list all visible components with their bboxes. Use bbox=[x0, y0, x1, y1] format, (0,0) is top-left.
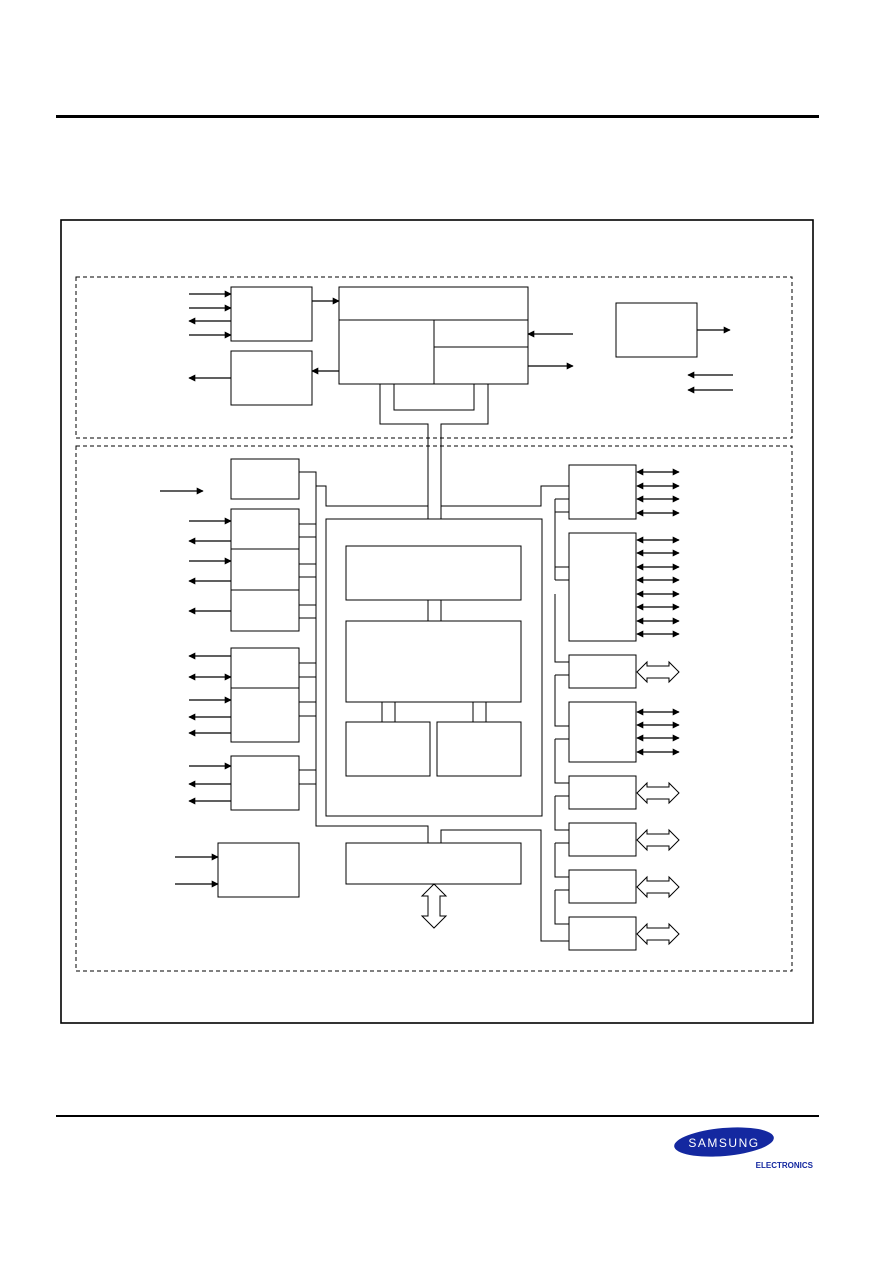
block-right-6 bbox=[568, 822, 637, 857]
block-right-4 bbox=[568, 701, 637, 763]
block-bottom-interface bbox=[345, 842, 522, 885]
footer-rule bbox=[56, 1115, 819, 1117]
block-upper-left-1 bbox=[230, 286, 313, 342]
block-left-e bbox=[217, 842, 300, 898]
block-left-b bbox=[230, 508, 300, 632]
block-upper-left-2 bbox=[230, 350, 313, 406]
header-rule bbox=[56, 115, 819, 118]
block-core-b bbox=[345, 620, 522, 703]
samsung-logo: SAMSUNG ELECTRONICS bbox=[674, 1127, 814, 1170]
lower-dashed-region bbox=[75, 445, 793, 972]
upper-dashed-region bbox=[75, 276, 793, 439]
samsung-logo-subtext: ELECTRONICS bbox=[756, 1161, 814, 1170]
block-left-c bbox=[230, 647, 300, 743]
bus-arrow-right-3 bbox=[636, 660, 680, 684]
bus-arrow-bottom bbox=[420, 883, 448, 929]
block-core-d bbox=[436, 721, 522, 777]
block-core-c bbox=[345, 721, 431, 777]
block-right-5 bbox=[568, 775, 637, 810]
outer-frame bbox=[60, 219, 814, 1024]
block-right-2 bbox=[568, 532, 637, 642]
block-right-7 bbox=[568, 869, 637, 904]
samsung-logo-ellipse bbox=[674, 1127, 774, 1157]
bus-arrow-right-5 bbox=[636, 781, 680, 805]
bus-arrow-right-6 bbox=[636, 828, 680, 852]
samsung-logo-text: SAMSUNG bbox=[688, 1136, 759, 1150]
block-central-core bbox=[325, 518, 543, 817]
block-right-8 bbox=[568, 916, 637, 951]
bus-arrow-right-7 bbox=[636, 875, 680, 899]
block-upper-right bbox=[615, 302, 698, 358]
block-right-1 bbox=[568, 464, 637, 520]
block-core-a bbox=[345, 545, 522, 601]
block-right-3 bbox=[568, 654, 637, 689]
bus-arrow-right-8 bbox=[636, 922, 680, 946]
block-left-a bbox=[230, 458, 300, 500]
block-left-d bbox=[230, 755, 300, 811]
